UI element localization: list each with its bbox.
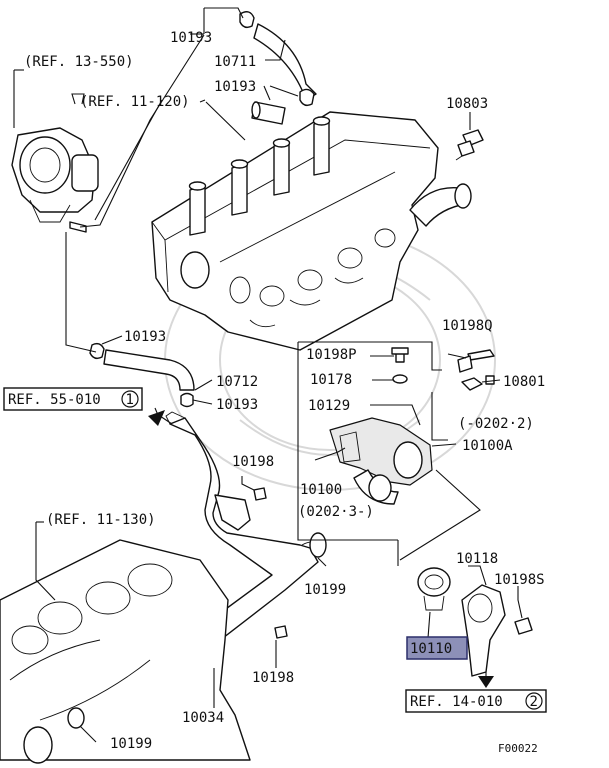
- engine-block: [0, 539, 251, 764]
- ref-55-010-circle: [121, 390, 139, 408]
- label-10801[interactable]: 10801: [503, 374, 545, 390]
- throttle-body: [11, 127, 99, 233]
- thermostat-cover: [461, 584, 533, 677]
- label-10193-low[interactable]: 10193: [216, 397, 258, 413]
- label-10198p[interactable]: 10198P: [306, 347, 357, 363]
- label-10100[interactable]: 10100: [300, 482, 342, 498]
- arrow-ref-55-010: [148, 410, 173, 426]
- thermostat: [417, 567, 451, 611]
- lower-bypass-hose: [89, 342, 195, 408]
- label-10199-mid[interactable]: 10199: [304, 582, 346, 598]
- ref-14-010-box[interactable]: [405, 689, 547, 713]
- thermostat-housing-assembly: [329, 347, 495, 505]
- ref-55-010-text[interactable]: REF. 55-010: [8, 392, 101, 408]
- figure-code: F00022: [498, 742, 538, 755]
- label-ref-11-120[interactable]: (REF. 11-120): [80, 94, 190, 110]
- label-10129[interactable]: 10129: [308, 398, 350, 414]
- temperature-sensor: [455, 129, 484, 161]
- gasket-10199-low: [67, 707, 85, 729]
- highlight-10110[interactable]: [406, 636, 468, 660]
- label-10193-top[interactable]: 10193: [170, 30, 212, 46]
- label-10198-low[interactable]: 10198: [252, 670, 294, 686]
- label-10110[interactable]: 10110: [410, 641, 452, 657]
- cylinder-head: [151, 111, 472, 351]
- label-10198q[interactable]: 10198Q: [442, 318, 493, 334]
- leader-lines: [13, 7, 523, 743]
- ref-14-010-circle: [525, 692, 543, 710]
- label-0202-2[interactable]: (-0202·2): [458, 416, 534, 432]
- label-ref-11-130[interactable]: (REF. 11-130): [46, 512, 156, 528]
- ref-14-010-number: 2: [530, 694, 538, 710]
- label-10034[interactable]: 10034: [182, 710, 224, 726]
- ref-14-010-text[interactable]: REF. 14-010: [410, 694, 503, 710]
- label-10198-mid[interactable]: 10198: [232, 454, 274, 470]
- upper-bypass-hose: [239, 11, 317, 125]
- ref-55-010-box[interactable]: [3, 387, 143, 411]
- arrow-ref-14-010: [478, 672, 494, 688]
- ref-55-010-number: 1: [126, 392, 134, 408]
- label-10712[interactable]: 10712: [216, 374, 258, 390]
- label-10118[interactable]: 10118: [456, 551, 498, 567]
- label-10803[interactable]: 10803: [446, 96, 488, 112]
- label-ref-13-550[interactable]: (REF. 13-550): [24, 54, 134, 70]
- bolt-10198-low: [274, 625, 288, 639]
- label-10198s[interactable]: 10198S: [494, 572, 545, 588]
- label-10193-mid[interactable]: 10193: [214, 79, 256, 95]
- bolt-10198-mid: [253, 487, 267, 501]
- label-10711[interactable]: 10711: [214, 54, 256, 70]
- label-0202-3[interactable]: (0202·3-): [298, 504, 374, 520]
- label-10178[interactable]: 10178: [310, 372, 352, 388]
- label-10199-low[interactable]: 10199: [110, 736, 152, 752]
- label-10100a[interactable]: 10100A: [462, 438, 513, 454]
- label-10193-left[interactable]: 10193: [124, 329, 166, 345]
